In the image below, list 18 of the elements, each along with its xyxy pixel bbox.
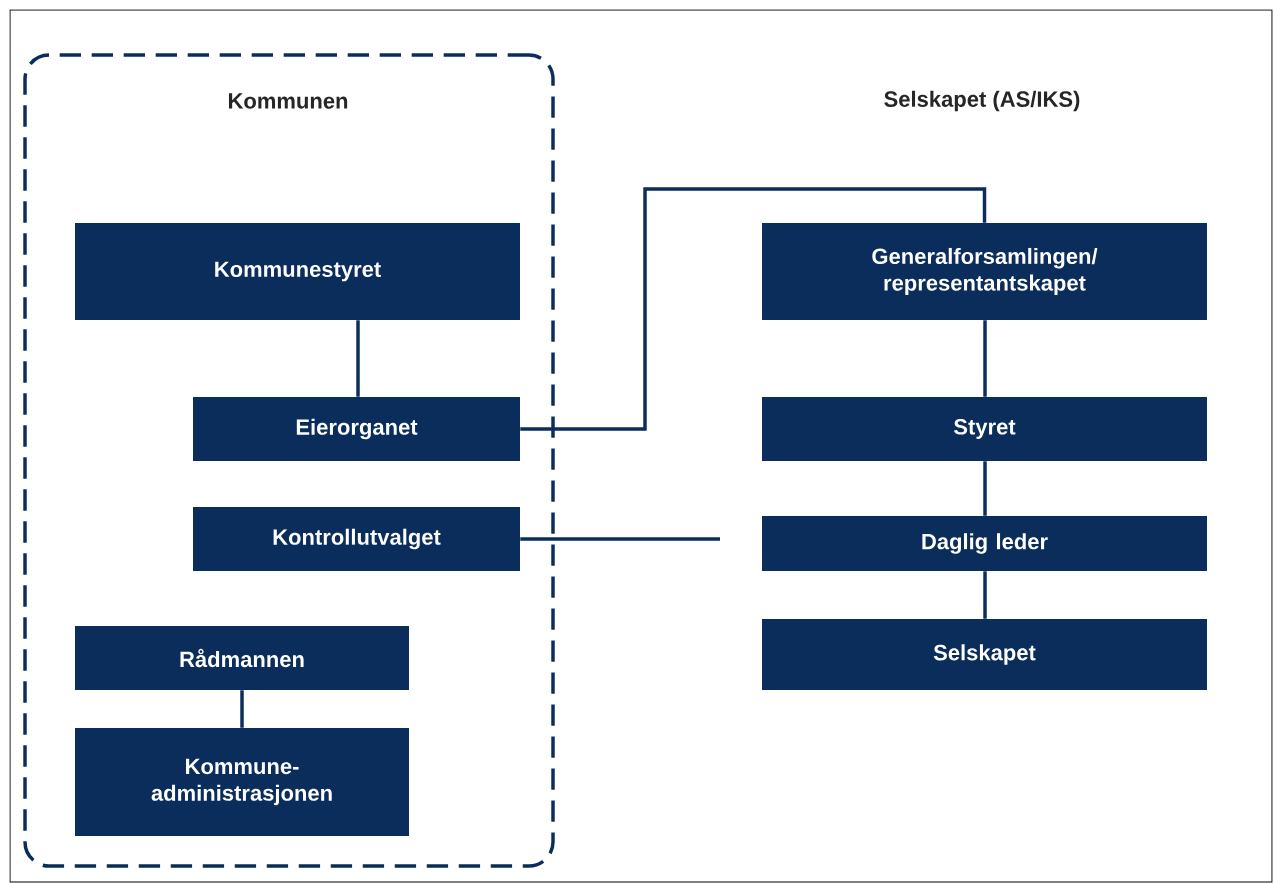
org-box: Kommunestyret — [75, 223, 520, 320]
org-box: Eierorganet — [193, 397, 520, 461]
section-heading: Selskapet (AS/IKS) — [884, 90, 1080, 112]
org-box: Kommune- administrasjonen — [75, 728, 409, 836]
connector-line — [983, 461, 987, 516]
org-box: Kontrollutvalget — [193, 507, 520, 571]
org-box: Daglig leder — [762, 516, 1207, 571]
group-heading: Kommunen — [228, 93, 348, 109]
connector-line — [240, 690, 244, 728]
connector-line — [356, 320, 360, 397]
connector-line — [520, 187, 987, 431]
org-box: Rådmannen — [75, 626, 409, 690]
org-box: Generalforsamlingen/ representantskapet — [762, 223, 1207, 320]
connector-line — [520, 537, 720, 541]
connector-line — [983, 571, 987, 619]
org-box: Styret — [762, 397, 1207, 461]
org-box: Selskapet — [762, 619, 1207, 690]
connector-line — [983, 320, 987, 397]
